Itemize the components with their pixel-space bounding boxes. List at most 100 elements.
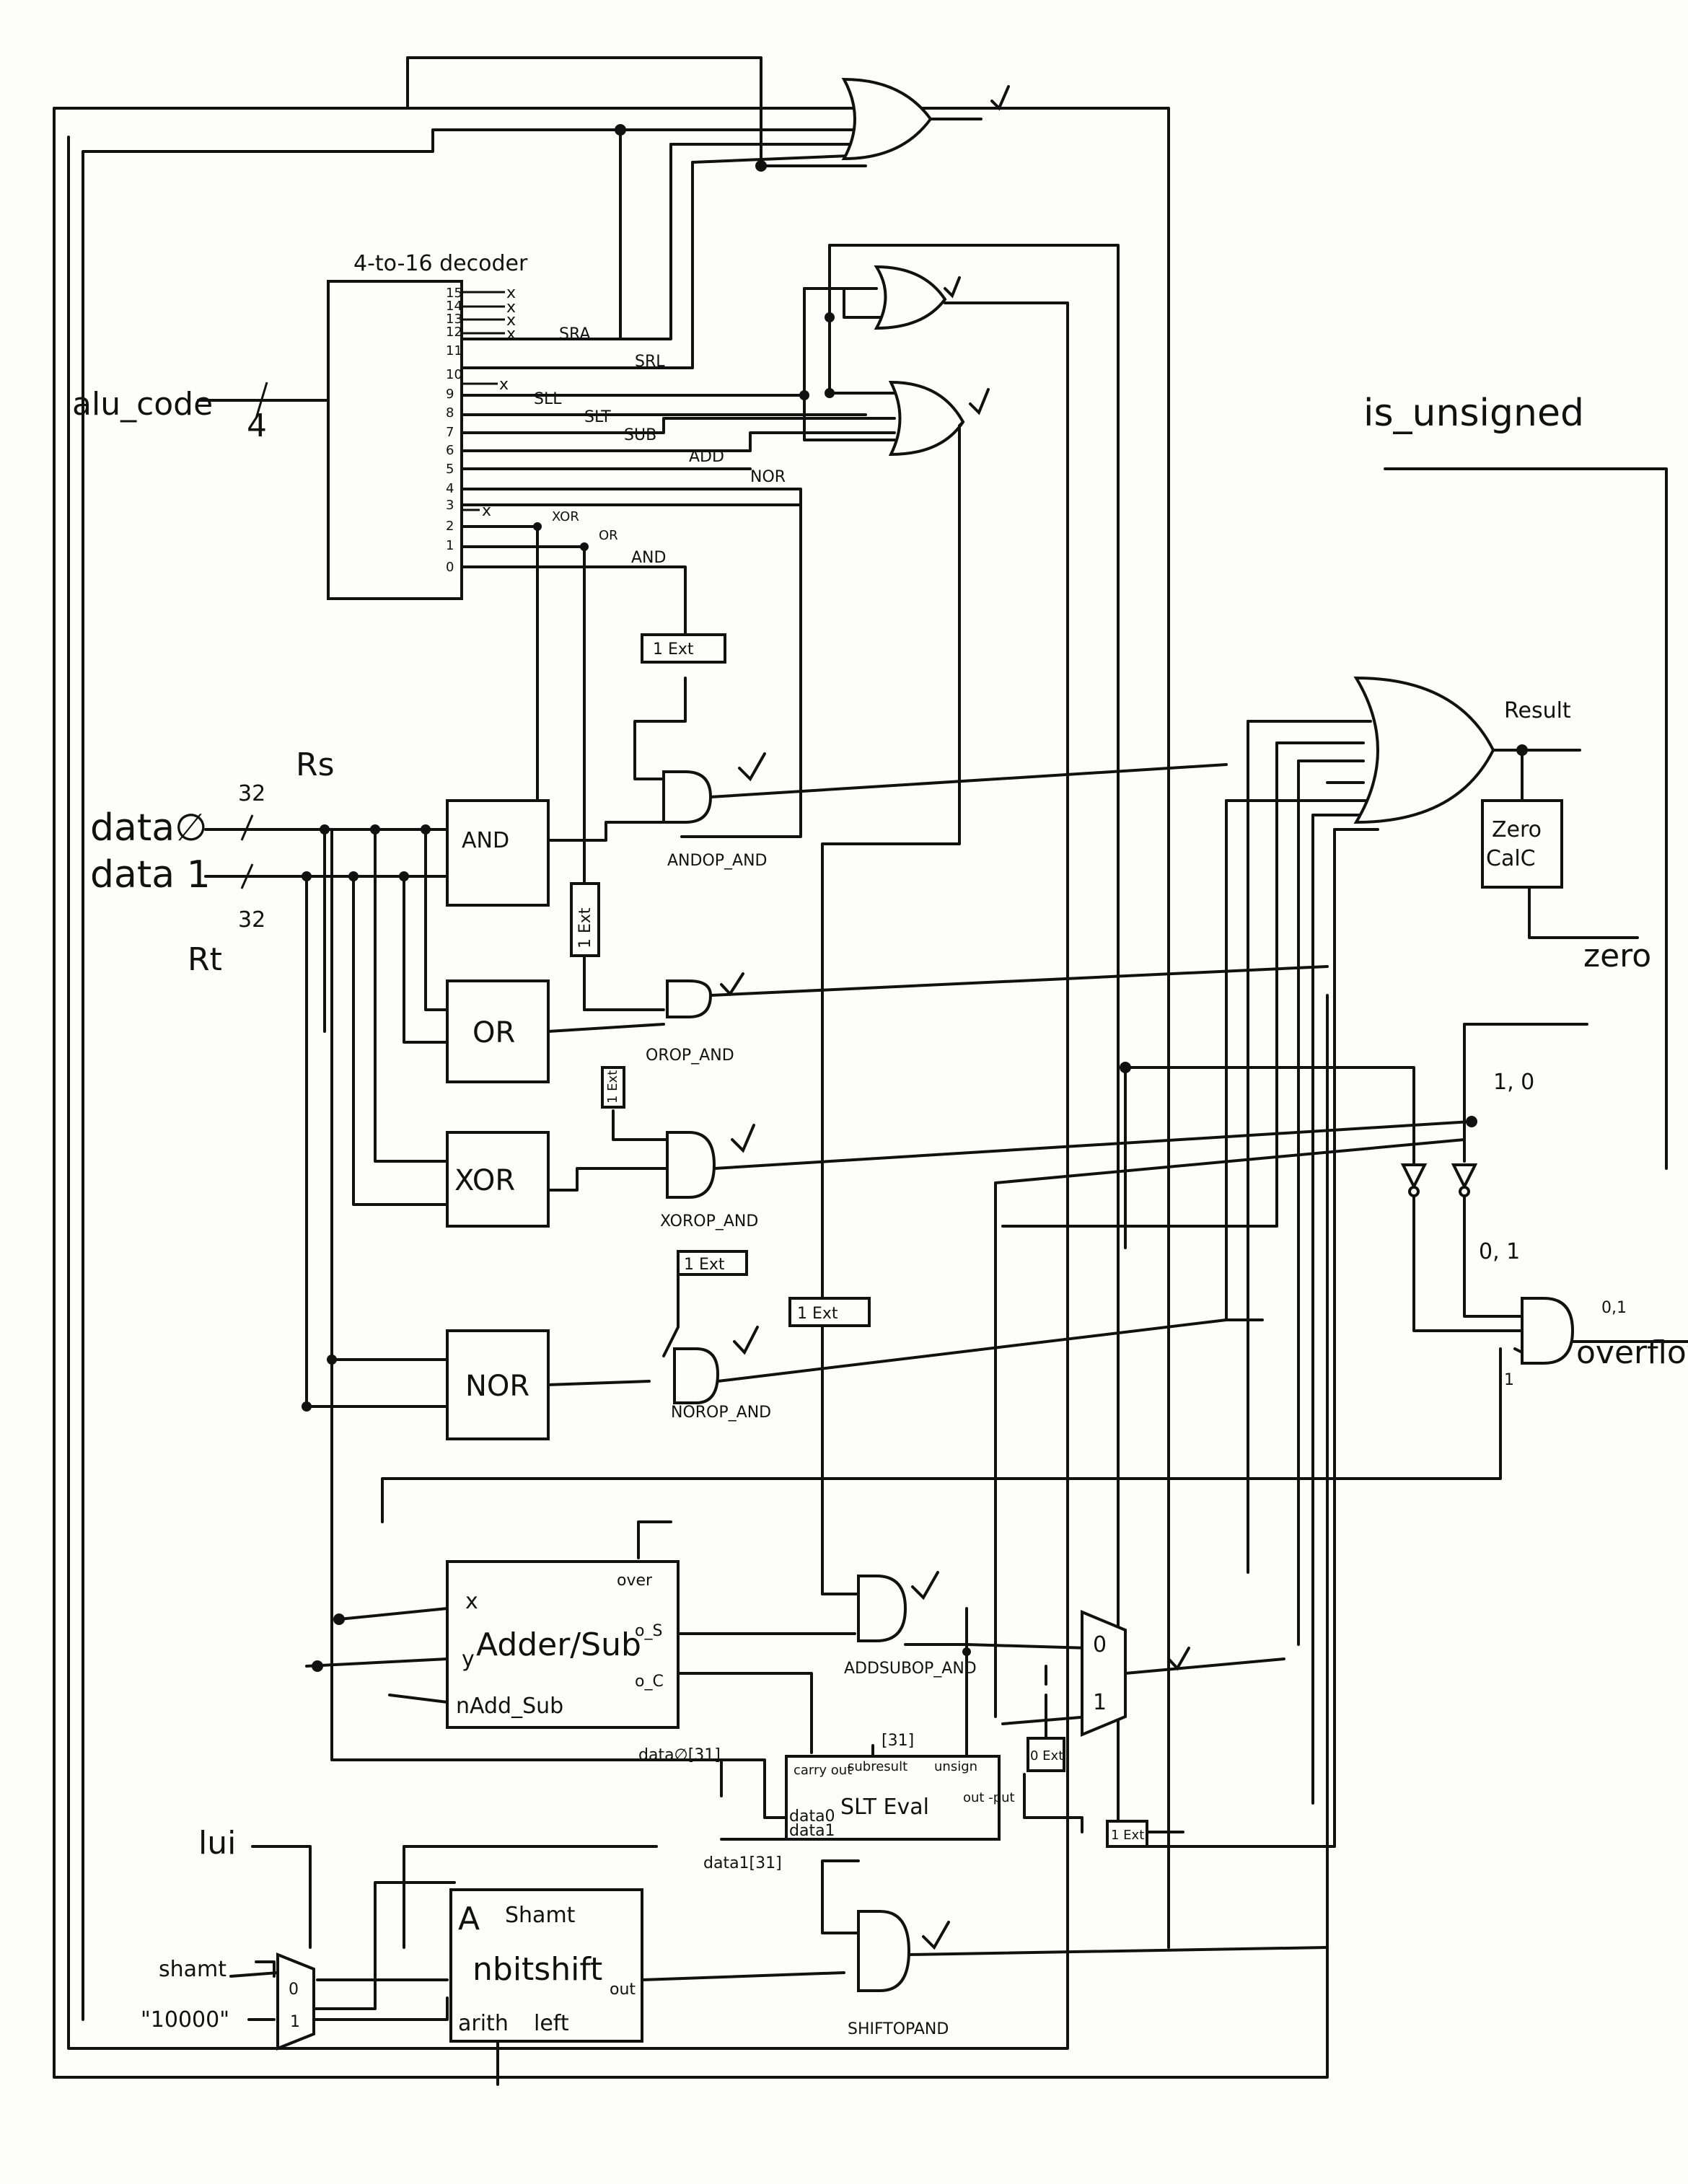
slt-d1-port: data1 (789, 1822, 835, 1840)
decoder-out-and: AND (631, 549, 666, 567)
check-mark (731, 1124, 755, 1153)
unused-mark: x (506, 299, 516, 317)
addsub-op-label: ADDSUBOP_AND (844, 1660, 977, 1678)
data0-label: data∅ (90, 806, 207, 850)
d0-31-label: data∅[31] (638, 1746, 721, 1764)
decoder-pin: 12 (446, 325, 462, 340)
d1-31-label: data1[31] (703, 1854, 782, 1872)
unused-mark: x (499, 376, 509, 394)
decoder-pin: 9 (446, 387, 454, 402)
decoder-title: 4-to-16 decoder (353, 251, 528, 276)
shamt-label: shamt (159, 1957, 227, 1982)
adder-os-port: o_S (635, 1622, 662, 1640)
one-label: 1 (1504, 1371, 1514, 1389)
decoder-pin: 11 (446, 343, 462, 358)
decoder-pin: 0 (446, 560, 454, 575)
ext0-label: 0 Ext (1030, 1748, 1063, 1764)
or-op-gate: OROP_AND (646, 972, 744, 1065)
slt-subres-port: subresult (848, 1759, 907, 1774)
and-block: AND (446, 799, 550, 907)
addsub-op-gate: ADDSUBOP_AND (844, 1571, 977, 1678)
adder-over-port: over (617, 1572, 653, 1590)
slt-carry-port: carry out (794, 1763, 852, 1778)
decoder-pin: 6 (446, 443, 454, 458)
decoder-pin: 10 (446, 367, 462, 382)
and-op-gate: ANDOP_AND (662, 752, 767, 870)
check-mark (720, 972, 744, 997)
zero-label: zero (1583, 938, 1651, 974)
decoder: 4-to-16 decoder 15 14 13 12 11 10 9 8 7 … (327, 251, 786, 600)
ext1-shift: 1 Ext (1111, 1828, 1144, 1843)
overflow-section: 1, 0 0, 1 0,1 overflow 1 (1400, 1070, 1688, 1389)
shift-op-label: SHIFTOPAND (848, 2020, 949, 2038)
check-mark (990, 85, 1010, 111)
slt-out-port: out -put (963, 1790, 1015, 1805)
val-01-label: 0, 1 (1479, 1239, 1520, 1264)
adder-y-port: y (462, 1647, 475, 1672)
unused-mark: x (506, 312, 516, 330)
shift-arith-port: arith (458, 2011, 509, 2036)
decoder-pin: 8 (446, 405, 454, 420)
decoder-out-sub: SUB (624, 426, 656, 444)
adder-title: Adder/Sub (476, 1626, 641, 1663)
slt-d0-port: data0 (789, 1807, 835, 1826)
slt-title: SLT Eval (840, 1795, 929, 1820)
or-gate-slt-sub (888, 380, 965, 457)
data-inputs: Rs 32 data∅ data 1 32 Rt (90, 747, 335, 978)
xor-block-label: XOR (454, 1164, 515, 1197)
ext1-and: 1 Ext (653, 640, 694, 659)
slt-eval-block: carry out subresult unsign out -put data… (785, 1755, 1015, 1841)
xor-block: XOR (446, 1131, 550, 1228)
nor-block: NOR (446, 1329, 550, 1440)
unused-mark: x (506, 284, 516, 302)
slt-mux-1: 1 (1093, 1690, 1107, 1715)
and-op-gate-label: ANDOP_AND (667, 852, 767, 870)
junction-dots (302, 124, 1528, 1672)
and-block-label: AND (462, 828, 509, 853)
result-or-gate: Result (1353, 676, 1571, 824)
slt-mux: 0 1 (1081, 1610, 1190, 1737)
decoder-pin: 4 (446, 481, 454, 496)
zero-calc-label: Zero (1492, 817, 1542, 842)
is-unsigned-label: is_unsigned (1363, 392, 1584, 435)
or-block-label: OR (472, 1016, 515, 1049)
check-mark (738, 752, 766, 782)
data1-label: data 1 (90, 853, 211, 897)
data0-width: 32 (238, 781, 265, 806)
ext1-nor: 1 Ext (684, 1256, 725, 1274)
alu-code-width: 4 (247, 408, 267, 444)
shift-mux-1: 1 (290, 2013, 300, 2031)
bit31-label: [31] (882, 1732, 914, 1750)
decoder-pin: 5 (446, 462, 454, 477)
decoder-out-add: ADD (689, 448, 724, 466)
ext1-or: 1 Ext (576, 907, 594, 948)
check-mark (911, 1571, 939, 1600)
alu-code-input: alu_code 4 (72, 382, 268, 444)
result-label: Result (1504, 698, 1571, 723)
decoder-out-or: OR (599, 528, 618, 543)
decoder-pin: 7 (446, 425, 454, 440)
val-10-label: 1, 0 (1493, 1070, 1534, 1095)
shift-a-port: A (458, 1901, 480, 1937)
decoder-out-srl: SRL (635, 353, 665, 371)
unused-mark: x (482, 502, 491, 520)
decoder-out-slt: SLT (584, 408, 611, 426)
rt-label: Rt (188, 941, 222, 978)
adder-sub-block: x y Adder/Sub nAdd_Sub over o_S o_C (446, 1560, 680, 1729)
or-gate-top (841, 77, 983, 161)
shift-out-port: out (610, 1981, 636, 1999)
decoder-out-sra: SRA (559, 325, 590, 343)
data1-width: 32 (238, 907, 265, 933)
shift-shamt-port: Shamt (505, 1903, 576, 1928)
slt-mux-0: 0 (1093, 1632, 1107, 1657)
check-mark (944, 276, 961, 299)
nor-op-gate: NOROP_AND (671, 1326, 771, 1422)
check-mark (733, 1326, 759, 1355)
decoder-out-nor: NOR (750, 468, 786, 486)
alu-code-label: alu_code (72, 386, 213, 423)
lui-label: lui (198, 1825, 236, 1862)
decoder-pin: 13 (446, 312, 462, 327)
xor-op-gate: XOROP_AND (660, 1124, 758, 1230)
decoder-pin: 2 (446, 519, 454, 534)
